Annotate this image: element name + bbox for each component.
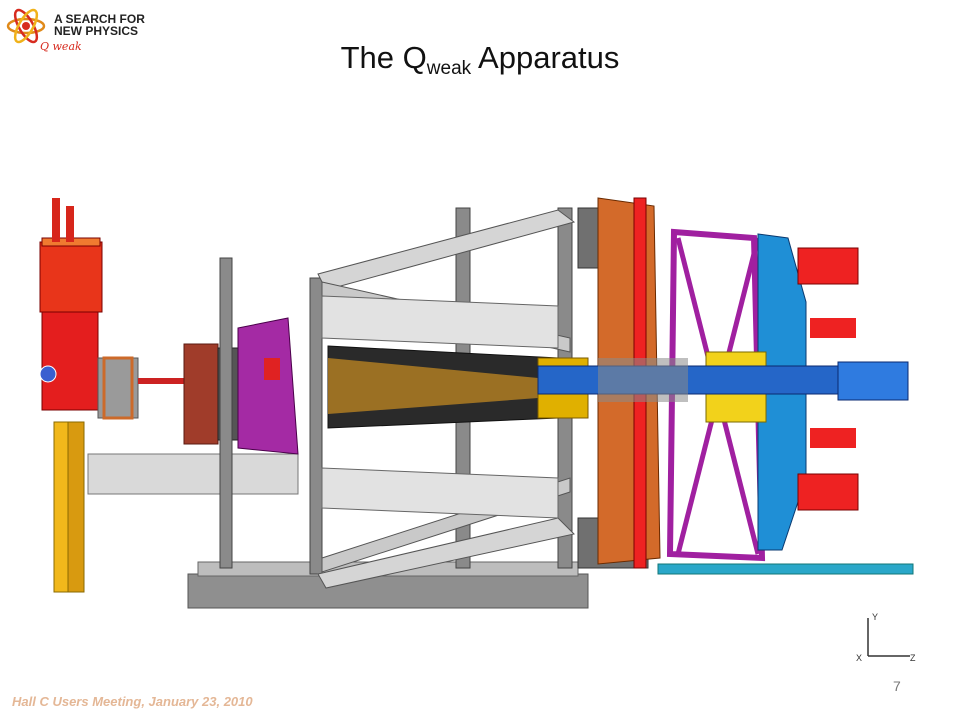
cryo-pipe bbox=[52, 198, 60, 242]
apparatus-drawing bbox=[39, 197, 914, 609]
target-cryostat bbox=[41, 307, 99, 411]
support-column bbox=[53, 421, 69, 593]
coordinate-axes: Y X Z bbox=[856, 612, 916, 663]
beam-pipe-frame bbox=[102, 356, 134, 420]
detector-red-mid bbox=[810, 318, 856, 338]
title-rest: Apparatus bbox=[471, 40, 620, 75]
slide-title: The Qweak Apparatus bbox=[0, 40, 960, 87]
magnet-coil-bottom bbox=[321, 467, 559, 519]
logo-line-2: NEW PHYSICS bbox=[54, 24, 139, 38]
support-column-2 bbox=[67, 421, 85, 593]
beam-pipe-shield bbox=[598, 358, 688, 402]
frame-post bbox=[219, 257, 233, 569]
page-number: 7 bbox=[893, 678, 901, 694]
axis-z-label: Z bbox=[910, 653, 916, 663]
collimator-red bbox=[264, 358, 280, 380]
target-port-icon bbox=[39, 365, 57, 383]
base-platform bbox=[187, 573, 589, 609]
frame-post-2 bbox=[309, 277, 323, 575]
detector-red-top bbox=[797, 247, 859, 285]
beam-line bbox=[138, 378, 188, 384]
atom-logo-icon bbox=[6, 8, 46, 44]
detector-red-bottom bbox=[797, 473, 859, 511]
logo-text: A SEARCH FOR NEW PHYSICS bbox=[54, 13, 145, 37]
collimator-block bbox=[183, 343, 219, 445]
rail-cyan bbox=[657, 563, 914, 575]
detector-red-mid-2 bbox=[810, 428, 856, 448]
title-main: The Q bbox=[340, 40, 427, 75]
cryostat-top bbox=[39, 241, 103, 313]
logo: A SEARCH FOR NEW PHYSICS Q weak bbox=[4, 4, 174, 53]
magnet-core-highlight bbox=[328, 358, 538, 414]
cryo-pipe-2 bbox=[66, 206, 74, 242]
frame-beam-top bbox=[317, 209, 576, 291]
frame-beam-bottom bbox=[317, 517, 576, 589]
beam-pipe bbox=[537, 365, 849, 395]
beam-pipe-exit bbox=[837, 361, 909, 401]
title-subscript: weak bbox=[426, 58, 472, 79]
detector-ring-magenta bbox=[666, 228, 766, 562]
shield-wall bbox=[237, 317, 299, 455]
footer-text: Hall C Users Meeting, January 23, 2010 bbox=[12, 694, 253, 709]
axis-x-label: X bbox=[856, 653, 862, 663]
side-platform bbox=[87, 453, 299, 495]
logo-line-1: A SEARCH FOR bbox=[54, 12, 145, 26]
magnet-coil-top bbox=[321, 295, 559, 349]
logo-subtitle: Q weak bbox=[40, 40, 82, 53]
axis-y-label: Y bbox=[872, 612, 878, 622]
